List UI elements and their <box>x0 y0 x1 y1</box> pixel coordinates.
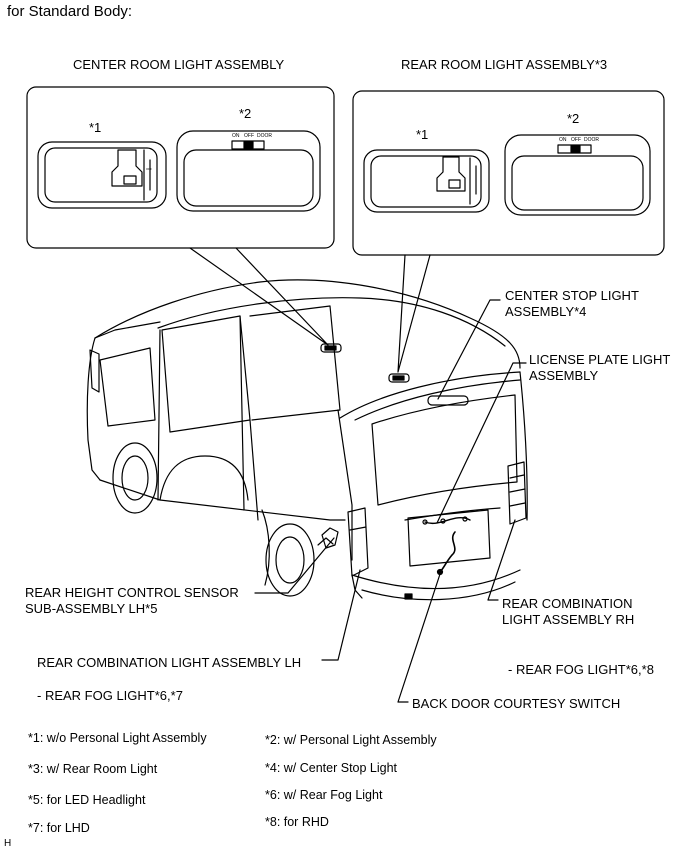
page-heading: for Standard Body: <box>7 3 133 20</box>
center-room-pointer <box>189 247 329 346</box>
center-room-callout-box <box>26 86 335 249</box>
rear-room-light-title: REAR ROOM LIGHT ASSEMBLY*3 <box>401 57 608 72</box>
center-marker-2: *2 <box>239 106 252 121</box>
license-plate-light-label-line1: LICENSE PLATE LIGHT <box>529 352 671 367</box>
rear-lamp-switch-off: OFF <box>571 137 581 143</box>
rear-room-lamp-no-personal <box>363 149 490 213</box>
rear-fog-rh-label: - REAR FOG LIGHT*6,*8 <box>508 662 654 677</box>
center-lamp-switch-on: ON <box>232 133 240 139</box>
back-door-courtesy-switch-label: BACK DOOR COURTESY SWITCH <box>412 696 621 711</box>
height-sensor-label-line2: SUB-ASSEMBLY LH*5 <box>25 601 158 616</box>
rear-combo-rh-label-line1: REAR COMBINATION <box>502 596 633 611</box>
rear-fog-lh-label: - REAR FOG LIGHT*6,*7 <box>37 688 183 703</box>
height-sensor-label-line1: REAR HEIGHT CONTROL SENSOR <box>25 585 239 600</box>
center-lamp-switch-off: OFF <box>244 133 254 139</box>
rear-combo-lh-label: REAR COMBINATION LIGHT ASSEMBLY LH <box>37 655 302 670</box>
center-room-lamp-personal <box>176 130 321 212</box>
footnote-8: *8: for RHD <box>265 815 329 829</box>
license-plate-light-label-line2: ASSEMBLY <box>529 368 599 383</box>
figure-code: H <box>4 838 12 849</box>
footnote-5: *5: for LED Headlight <box>28 793 146 807</box>
center-lamp-switch-door: DOOR <box>257 133 272 139</box>
leader-height-sensor <box>254 537 335 594</box>
footnote-7: *7: for LHD <box>28 821 90 835</box>
rear-room-callout-box <box>352 90 665 256</box>
center-marker-1: *1 <box>89 120 102 135</box>
rear-combo-rh-label-line2: LIGHT ASSEMBLY RH <box>502 612 635 627</box>
center-room-lamp-no-personal: OFF <box>37 141 167 209</box>
leader-combo-rh <box>487 519 516 601</box>
footnote-3: *3: w/ Rear Room Light <box>28 762 158 776</box>
footnote-2: *2: w/ Personal Light Assembly <box>265 733 437 747</box>
rear-room-lamp-personal <box>504 134 651 216</box>
center-room-light-title: CENTER ROOM LIGHT ASSEMBLY <box>73 57 285 72</box>
rear-lamp-switch-on: ON <box>559 137 567 143</box>
center-stop-light-label-line1: CENTER STOP LIGHT <box>505 288 639 303</box>
footnote-6: *6: w/ Rear Fog Light <box>265 788 383 802</box>
leader-combo-lh <box>321 569 361 661</box>
leader-center-stop <box>437 299 501 400</box>
rear-marker-2: *2 <box>567 111 580 126</box>
leader-license-plate <box>436 362 527 524</box>
rear-lamp-switch-door: DOOR <box>584 137 599 143</box>
leader-back-door-switch <box>397 570 442 703</box>
footnote-1: *1: w/o Personal Light Assembly <box>28 731 207 745</box>
rear-marker-1: *1 <box>416 127 429 142</box>
van-illustration <box>86 279 528 601</box>
footnote-4: *4: w/ Center Stop Light <box>265 761 398 775</box>
center-stop-light-label-line2: ASSEMBLY*4 <box>505 304 587 319</box>
svg-text:OFF: OFF <box>146 167 152 171</box>
rear-room-pointer <box>397 254 431 373</box>
